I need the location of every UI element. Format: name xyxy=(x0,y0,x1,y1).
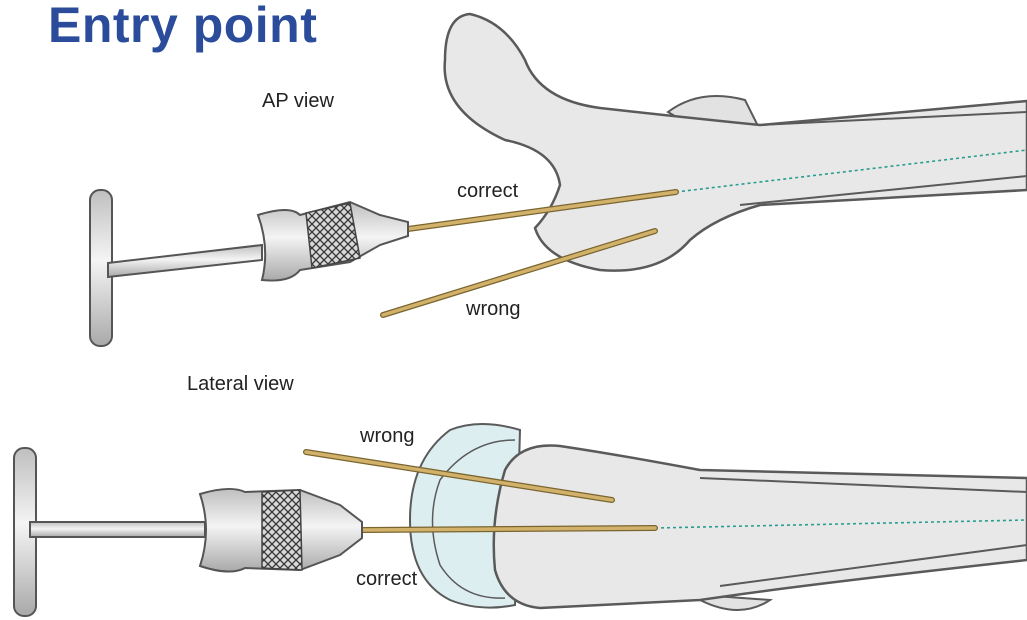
lateral-femur-bone xyxy=(410,424,1027,610)
ap-t-handle-chuck xyxy=(90,190,408,346)
lateral-handle-shaft xyxy=(30,522,205,537)
ap-femur-outline xyxy=(445,14,1027,271)
lateral-t-handle-chuck xyxy=(14,448,362,616)
ap-wrong-label: wrong xyxy=(466,298,520,321)
ap-handle-shaft xyxy=(108,245,262,277)
ap-view-label: AP view xyxy=(262,90,334,113)
lateral-correct-label: correct xyxy=(356,568,417,591)
ap-femur-bone xyxy=(445,14,1027,271)
lateral-correct-wire xyxy=(362,528,655,530)
ap-correct-label: correct xyxy=(457,180,518,203)
lateral-wrong-label: wrong xyxy=(360,425,414,448)
lateral-knurl xyxy=(262,490,302,570)
lateral-view-label: Lateral view xyxy=(187,373,294,396)
ap-knurl xyxy=(306,203,360,268)
